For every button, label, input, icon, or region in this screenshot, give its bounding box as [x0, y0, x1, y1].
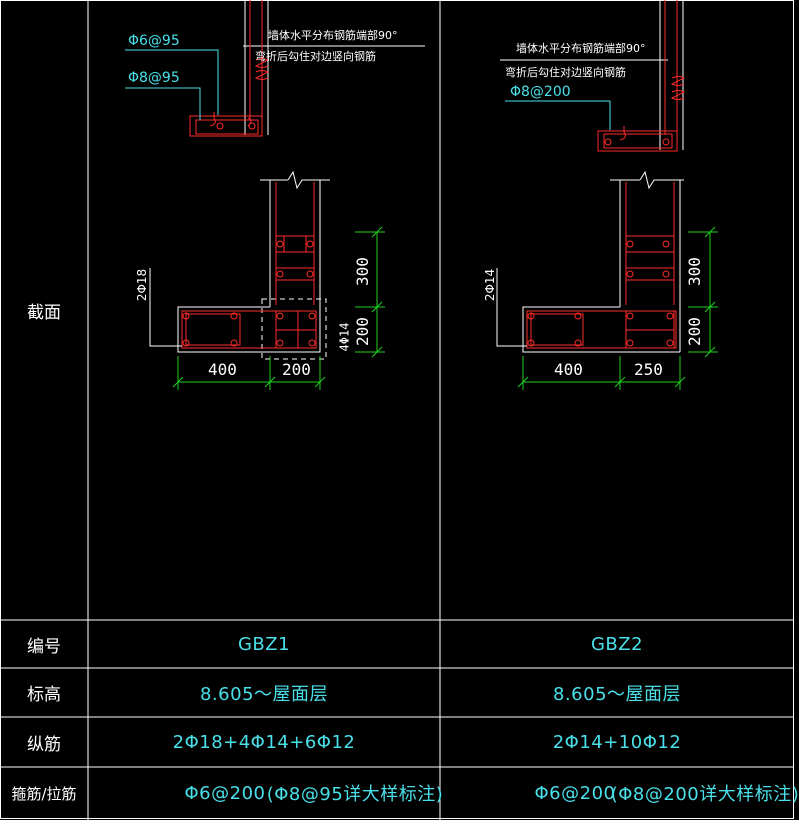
gbz1-left-bar-label: 2Φ18: [135, 268, 150, 302]
row-label-section: 截面: [27, 302, 61, 323]
gbz2-longitudinal: 2Φ14+10Φ12: [552, 731, 682, 753]
gbz1-longitudinal: 2Φ18+4Φ14+6Φ12: [172, 731, 356, 753]
gbz2-dim-v1: 300: [684, 257, 704, 286]
gbz1-stirrups: Φ6@200: [184, 782, 266, 804]
gbz2-note-line-1: 墙体水平分布钢筋端部90°: [516, 42, 646, 55]
gbz1-callout-stirrup: Φ6@95: [128, 33, 180, 49]
gbz1-dim-v1: 300: [352, 257, 372, 286]
gbz2-dim-v2: 200: [684, 317, 704, 346]
gbz2-callout-stirrup: Φ8@200: [510, 84, 571, 100]
row-label-stirrups: 箍筋/拉筋: [11, 784, 77, 803]
gbz1-elevation: 8.605～屋面层: [199, 683, 329, 705]
gbz1-id: GBZ1: [237, 633, 291, 655]
gbz2-id: GBZ2: [590, 633, 644, 655]
row-label-id: 编号: [27, 636, 61, 657]
gbz1-note-line-2: 弯折后勾住对边竖向钢筋: [255, 50, 376, 63]
gbz1-stirrups-note: (Φ8@95详大样标注): [266, 784, 444, 805]
gbz2-left-bar-label: 2Φ14: [483, 268, 498, 302]
gbz1-callout-tie: Φ8@95: [128, 70, 180, 86]
gbz1-section: [149, 170, 385, 390]
gbz2-dim-h1: 400: [554, 360, 583, 379]
gbz1-right-bar-label: 4Φ14: [337, 322, 352, 352]
gbz2-section: [496, 170, 718, 390]
gbz2-dim-h2: 250: [634, 360, 663, 379]
row-label-longitudinal: 纵筋: [27, 734, 61, 755]
gbz2-stirrups-note: (Φ8@200详大样标注): [610, 784, 799, 805]
gbz2-stirrups: Φ6@200: [534, 782, 616, 804]
gbz1-note-line-1: 墙体水平分布钢筋端部90°: [268, 29, 398, 42]
gbz1-detail: [125, 0, 425, 137]
gbz1-dim-v2: 200: [352, 317, 372, 346]
gbz2-note-line-2: 弯折后勾住对边竖向钢筋: [505, 66, 626, 79]
gbz2-detail: [500, 0, 686, 152]
gbz1-dim-h2: 200: [282, 360, 311, 379]
gbz2-elevation: 8.605～屋面层: [552, 683, 682, 705]
row-label-elevation: 标高: [27, 685, 61, 705]
gbz1-dim-h1: 400: [208, 360, 237, 379]
